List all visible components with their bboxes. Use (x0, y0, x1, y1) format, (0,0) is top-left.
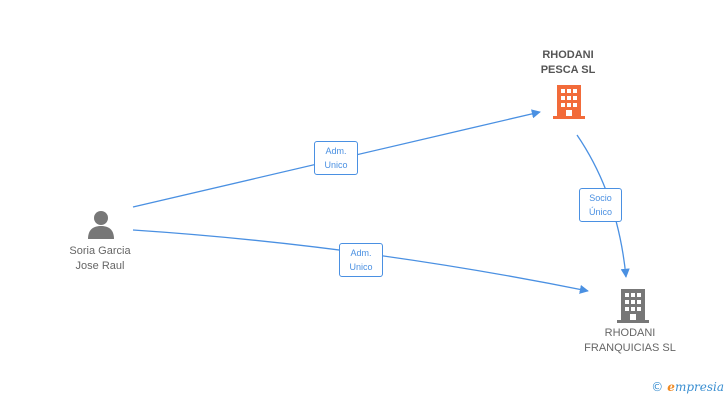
brand-initial: e (667, 380, 675, 394)
brand-footer[interactable]: ©empresia (651, 380, 724, 394)
edge-label-1-line2: Unico (324, 160, 348, 170)
copyright-icon: © (651, 380, 664, 394)
company-sub-name[interactable]: RHODANI FRANQUICIAS SL (570, 326, 690, 356)
person-name[interactable]: Soria Garcia Jose Raul (48, 244, 152, 274)
company-main-name-line1: RHODANI (542, 49, 594, 61)
edge-label-1-line1: Adm. (325, 146, 347, 156)
brand-name: mpresia (674, 380, 724, 394)
edge-label-2-line2: Unico (349, 262, 373, 272)
edge-label-3-line2: Único (588, 207, 612, 217)
person-icon[interactable] (87, 209, 115, 244)
company-main-name-line2: PESCA SL (540, 64, 596, 76)
edge-label-adm-unico-1: Adm. Unico (314, 141, 358, 175)
person-name-line2: Jose Raul (75, 260, 125, 272)
edge-label-3-line1: Socio (589, 193, 612, 203)
edge-label-adm-unico-2: Adm. Unico (339, 243, 383, 277)
building-icon-sub[interactable] (617, 287, 649, 328)
company-sub-name-line1: RHODANI (604, 327, 656, 339)
edge-label-socio-unico: Socio Único (579, 188, 622, 222)
edge-label-2-line1: Adm. (350, 248, 372, 258)
building-icon-main[interactable] (553, 83, 585, 124)
person-name-line1: Soria Garcia (69, 245, 131, 257)
company-sub-name-line2: FRANQUICIAS SL (584, 342, 676, 354)
company-main-name[interactable]: RHODANI PESCA SL (518, 48, 618, 78)
